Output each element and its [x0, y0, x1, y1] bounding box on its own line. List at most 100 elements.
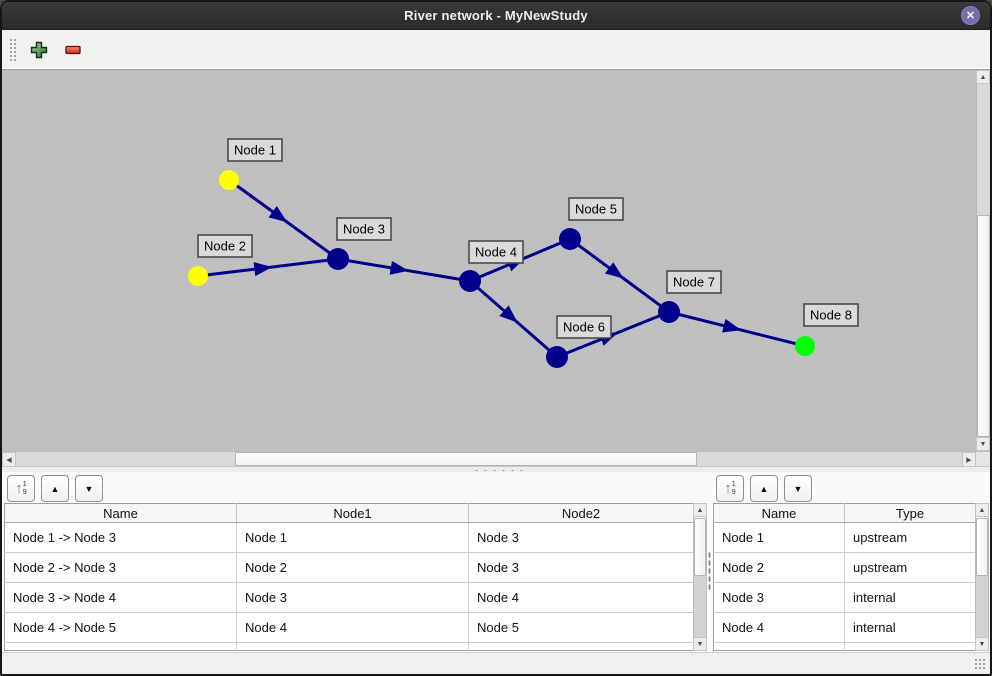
graph-node-node-6[interactable] [546, 346, 568, 368]
scroll-up-icon[interactable]: ▲ [976, 70, 990, 84]
node-label-box [197, 234, 253, 258]
title-bar[interactable]: River network - MyNewStudy ✕ [2, 2, 990, 30]
scroll-up-icon[interactable]: ▲ [693, 503, 707, 517]
table-cell[interactable]: Node 3 [468, 522, 694, 553]
nodes-move-down-button[interactable]: ▼ [784, 475, 812, 502]
canvas-horizontal-scrollbar[interactable]: ◀ ▶ [2, 451, 990, 467]
table-cell[interactable]: internal [844, 582, 976, 613]
close-button[interactable]: ✕ [961, 6, 980, 25]
links-scroll-thumb[interactable] [694, 518, 706, 576]
table-cell[interactable]: internal [844, 612, 976, 643]
table-cell[interactable]: Node 3 [468, 552, 694, 583]
table-cell[interactable]: Node 5 [468, 612, 694, 643]
table-cell[interactable]: Node 4 -> Node 5 [4, 612, 237, 643]
vertical-splitter[interactable] [707, 503, 712, 651]
node-label: Node 6 [563, 320, 605, 335]
scroll-down-icon[interactable]: ▼ [975, 637, 989, 651]
table-cell[interactable]: Node 4 [236, 612, 469, 643]
table-cell[interactable]: Node 3 [236, 582, 469, 613]
links-move-up-button[interactable]: ▲ [41, 475, 69, 502]
table-cell[interactable]: Node 3 -> Node 4 [4, 582, 237, 613]
graph-node-node-2[interactable] [188, 266, 208, 286]
column-header[interactable]: Name [4, 503, 237, 523]
triangle-down-icon: ▼ [793, 483, 803, 494]
column-header[interactable]: Name [713, 503, 845, 523]
nodes-table-scrollbar[interactable]: ▲ ▼ [975, 503, 989, 651]
table-cell[interactable]: Node 4 [468, 582, 694, 613]
status-bar [2, 652, 990, 674]
node-label-box [568, 197, 624, 221]
graph-node-node-3[interactable] [327, 248, 349, 270]
edge-arrow-icon [268, 205, 288, 223]
table-cell[interactable]: Node 1 -> Node 3 [4, 522, 237, 553]
main-toolbar [2, 30, 990, 70]
scroll-down-icon[interactable]: ▼ [693, 637, 707, 651]
node-label: Node 5 [575, 202, 617, 217]
scroll-down-icon[interactable]: ▼ [976, 437, 990, 451]
window-title: River network - MyNewStudy [404, 8, 588, 23]
node-label-box [556, 315, 612, 339]
links-move-down-button[interactable]: ▼ [75, 475, 103, 502]
resize-grip-icon[interactable] [974, 658, 987, 671]
edge-arrow-icon [253, 262, 273, 277]
graph-node-node-8[interactable] [795, 336, 815, 356]
graph-node-node-1[interactable] [219, 170, 239, 190]
table-cell[interactable]: upstream [844, 522, 976, 553]
table-cell[interactable]: Node 4 [713, 612, 845, 643]
remove-node-button[interactable] [60, 37, 86, 63]
node-label-box [336, 217, 392, 241]
links-table-scrollbar[interactable]: ▲ ▼ [693, 503, 707, 651]
canvas-vscroll-thumb[interactable] [977, 215, 990, 437]
add-node-button[interactable] [26, 37, 52, 63]
graph-node-node-7[interactable] [658, 301, 680, 323]
horizontal-splitter[interactable] [2, 466, 990, 472]
canvas-hscroll-thumb[interactable] [235, 452, 697, 466]
triangle-up-icon: ▲ [759, 483, 769, 494]
table-cell[interactable]: upstream [844, 552, 976, 583]
nodes-move-up-button[interactable]: ▲ [750, 475, 778, 502]
nodes-scroll-thumb[interactable] [976, 518, 988, 576]
graph-node-node-5[interactable] [559, 228, 581, 250]
plus-icon [30, 41, 48, 58]
scroll-up-icon[interactable]: ▲ [975, 503, 989, 517]
edge-arrow-icon [722, 318, 742, 333]
edge-arrow-icon [499, 305, 518, 323]
table-cell[interactable]: Node 2 [713, 552, 845, 583]
close-icon: ✕ [965, 10, 976, 22]
table-cell[interactable]: Node 3 [713, 582, 845, 613]
column-header[interactable]: Node2 [468, 503, 694, 523]
toolbar-drag-handle[interactable] [8, 36, 16, 63]
table-cell[interactable]: Node 1 [236, 522, 469, 553]
node-label-box [227, 138, 283, 162]
column-header[interactable]: Node1 [236, 503, 469, 523]
node-label: Node 7 [673, 275, 715, 290]
table-row-partial [4, 642, 694, 651]
table-cell[interactable]: Node 1 [713, 522, 845, 553]
canvas-vertical-scrollbar[interactable]: ▲ ▼ [976, 70, 990, 451]
scrollbar-corner [976, 452, 990, 467]
edge-arrow-icon [604, 262, 624, 279]
graph-node-node-4[interactable] [459, 270, 481, 292]
column-header[interactable]: Type [844, 503, 976, 523]
table-cell[interactable]: Node 2 [236, 552, 469, 583]
scroll-left-icon[interactable]: ◀ [2, 452, 16, 467]
table-cell[interactable]: Node 2 -> Node 3 [4, 552, 237, 583]
scroll-right-icon[interactable]: ▶ [962, 452, 976, 467]
